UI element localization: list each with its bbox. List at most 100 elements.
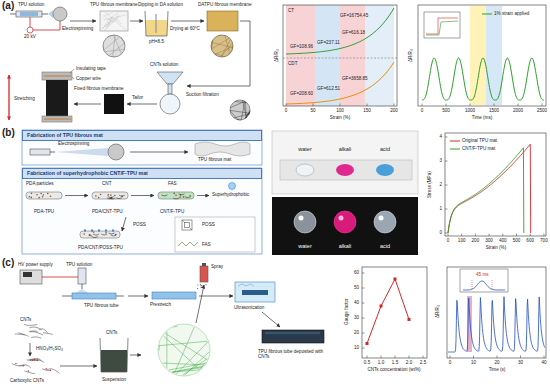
process-arrow: [130, 355, 141, 356]
spray-mist: [201, 285, 202, 286]
cnt: [92, 237, 98, 238]
process-arrow: [65, 195, 88, 196]
tick-mark: [340, 104, 341, 107]
fiber: [105, 12, 126, 30]
axis-tick: 500: [442, 108, 450, 113]
step-label: Suspension: [102, 377, 126, 382]
fiber: [231, 45, 233, 52]
pda-particle: [36, 194, 38, 196]
panel-letter: (a): [2, 0, 14, 12]
legend-item: CNT/F-TPU mat: [450, 146, 495, 151]
axis-tick: 10: [471, 360, 476, 365]
section-frame: [22, 168, 262, 254]
strain-band: [315, 5, 340, 106]
syringe: [78, 268, 86, 284]
cnt: [108, 197, 114, 198]
fiber: [104, 37, 120, 50]
pda-particle: [40, 193, 42, 195]
strain-band: [340, 5, 365, 106]
cnt: [111, 235, 117, 236]
response-curve: [422, 58, 544, 100]
droplet: [296, 164, 314, 176]
fiber: [104, 18, 115, 27]
data-point: [394, 278, 397, 281]
stress-curve: [448, 144, 531, 233]
fiber: [114, 13, 118, 16]
pda-particle: [90, 235, 92, 237]
legend-sample: [482, 12, 492, 16]
copper-wire: [44, 119, 71, 120]
step-label: Tailor: [132, 95, 143, 100]
tick-mark: [450, 356, 451, 359]
part-label: Copper wire: [76, 76, 101, 81]
needle: [82, 284, 83, 289]
axis-tick: 4: [439, 134, 442, 139]
highlight: [299, 216, 304, 221]
step-label: 20 kV: [24, 34, 36, 39]
leader-line: [70, 69, 74, 73]
droplet: [334, 211, 356, 233]
photo-label: water: [298, 243, 311, 249]
cnt: [159, 341, 207, 345]
fiber: [221, 43, 233, 57]
time-band: [470, 6, 486, 105]
series-label: CDT: [288, 61, 297, 66]
axis-title: ΔR/R₀: [434, 306, 439, 319]
series-label: CT: [288, 8, 294, 13]
glass-slide: [280, 160, 412, 180]
beaker: [100, 338, 128, 372]
carboxyl-group: [32, 360, 33, 361]
stretch-arrow: [8, 75, 9, 120]
fiber: [218, 35, 221, 37]
pda-particle: [114, 195, 116, 197]
fiber: [234, 114, 249, 118]
time-band: [486, 6, 502, 105]
fiber: [107, 35, 114, 38]
syringe: [16, 11, 42, 17]
axis-tick: 100: [458, 238, 466, 243]
fiber: [103, 15, 126, 20]
axis-tick: 2.0: [406, 360, 412, 365]
material-label: PDA-TPU: [34, 209, 54, 214]
fiber: [221, 39, 231, 57]
plot-frame: [447, 267, 546, 358]
process-arrow: [171, 21, 204, 22]
tick-mark: [502, 234, 503, 237]
cnt: [109, 198, 115, 199]
axis-tick: 0: [447, 238, 450, 243]
process-arrow: [74, 104, 101, 105]
cnt: [109, 233, 115, 234]
axis-tick: 40: [354, 300, 359, 305]
needle: [42, 14, 48, 15]
fiber: [230, 111, 238, 120]
spray-mist: [200, 284, 201, 285]
step-label: Fixed fibrous membrane: [74, 86, 124, 91]
tick-mark: [497, 356, 498, 359]
material-label: PDA/CNT-TPU: [92, 209, 123, 214]
tick-mark: [461, 234, 462, 237]
step-label: Electrospinning: [58, 141, 89, 146]
tick-mark: [445, 209, 448, 210]
cnt: [174, 327, 194, 373]
cnt: [165, 333, 207, 359]
tick-mark: [475, 234, 476, 237]
highlight: [379, 216, 384, 221]
fibrous-tube: [72, 293, 116, 299]
cnt: [24, 371, 35, 374]
fiber: [108, 19, 117, 26]
photo-label: acid: [380, 243, 390, 249]
inset-response: [426, 21, 458, 35]
fiber: [236, 100, 238, 101]
axis-tick: 0: [439, 230, 442, 235]
process-arrow: [197, 195, 209, 196]
pda-particle: [100, 194, 102, 196]
fiber: [102, 18, 110, 30]
fiber: [230, 110, 249, 113]
step-label: pH=8.5: [149, 39, 164, 44]
copper-wire: [44, 76, 71, 77]
pda-particle: [50, 195, 52, 197]
da-membrane: [207, 11, 238, 31]
step-label: CNTs: [20, 317, 31, 322]
tick-mark: [470, 104, 471, 107]
fiber: [235, 102, 247, 103]
